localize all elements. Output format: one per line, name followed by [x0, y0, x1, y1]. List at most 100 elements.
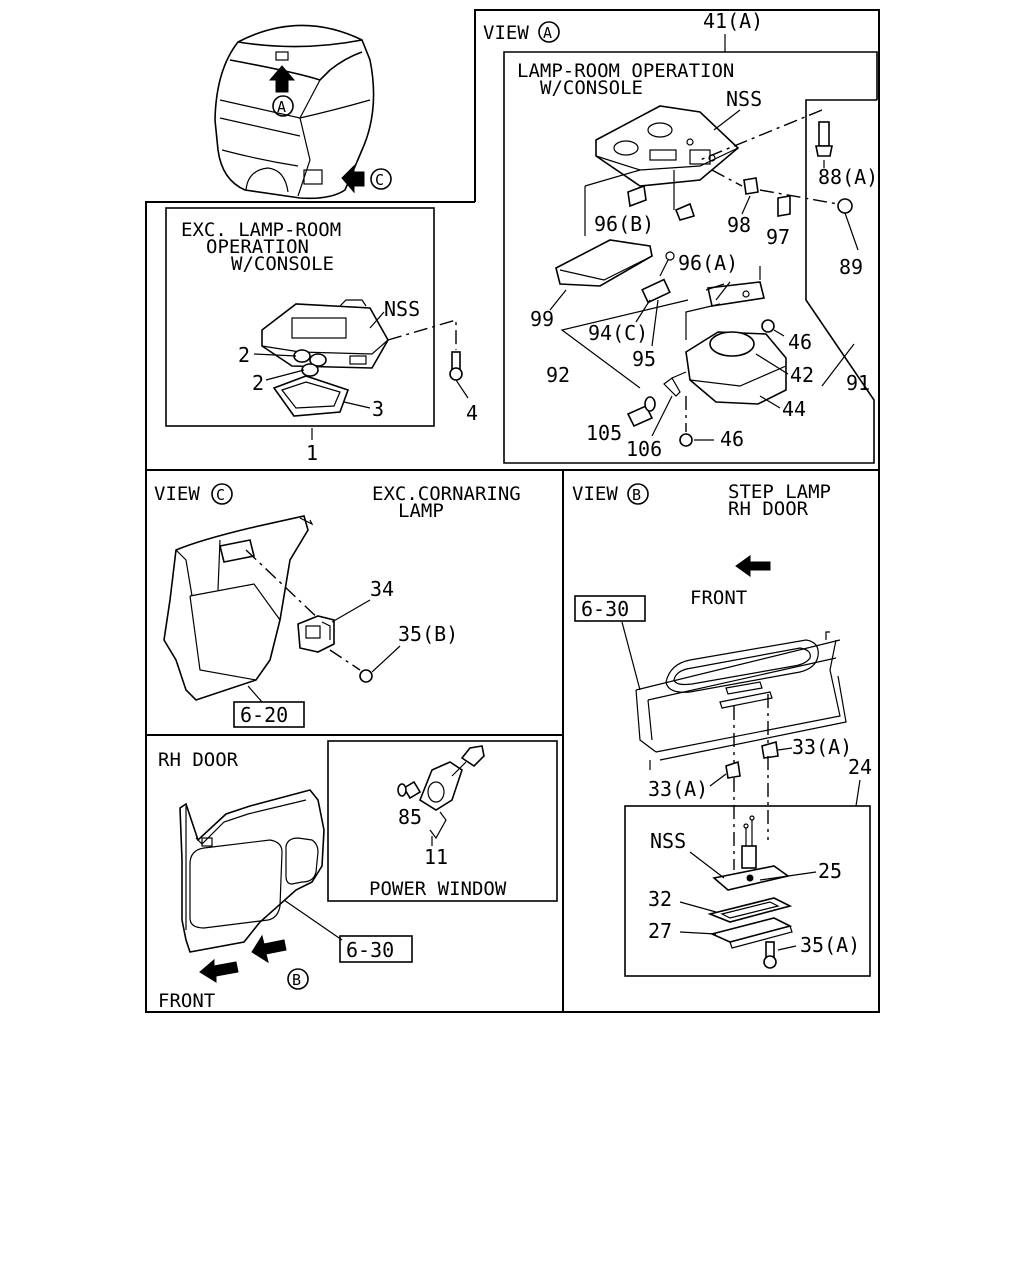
- view-a-label-46b: 46: [720, 427, 744, 451]
- view-a-label-44: 44: [782, 397, 806, 421]
- view-b-label-24: 24: [848, 755, 872, 779]
- view-b-label-25: 25: [818, 859, 842, 883]
- view-a-label-98: 98: [727, 213, 751, 237]
- rh-door-power-window: POWER WINDOW: [369, 878, 507, 900]
- view-a-label-92: 92: [546, 363, 570, 387]
- view-a-label-99: 99: [530, 307, 554, 331]
- exc-lamp-label-2a: 2: [238, 343, 250, 367]
- view-b-note-2: RH DOOR: [728, 498, 809, 520]
- view-b-marker: B: [632, 486, 641, 504]
- exc-lamp-label-nss: NSS: [384, 297, 420, 321]
- front-arrow-icon: [735, 555, 771, 577]
- rh-door-panel: RH DOOR 6-30 B FRONT 85: [158, 740, 558, 1012]
- tape-96b: [627, 184, 647, 208]
- bulbs-2: [293, 349, 327, 377]
- clip-98: [743, 177, 759, 195]
- view-b-title: VIEW: [572, 483, 618, 505]
- view-b-ref: 6-30: [581, 597, 629, 621]
- bulb-105: [626, 396, 656, 428]
- view-a-label-46a: 46: [788, 330, 812, 354]
- exc-lamp-label-2b: 2: [252, 371, 264, 395]
- fender-panel: [163, 515, 314, 701]
- rh-door-ref: 6-30: [346, 938, 394, 962]
- vehicle-view-c-marker: C: [375, 171, 384, 189]
- view-c-ref: 6-20: [240, 703, 288, 727]
- view-a-label-91: 91: [846, 371, 870, 395]
- power-window-lamp: [419, 745, 485, 811]
- view-b-front: FRONT: [690, 587, 747, 609]
- screw-35a: [763, 941, 797, 969]
- view-c-panel: VIEW C EXC.CORNARING LAMP 34 35(B): [154, 483, 521, 728]
- rh-door-front: FRONT: [158, 990, 215, 1012]
- screw-35b: [359, 645, 401, 683]
- console-lamp-housing: [595, 105, 740, 187]
- clip-97: [777, 195, 791, 217]
- view-a-label-97: 97: [766, 225, 790, 249]
- screw-89: [837, 198, 859, 251]
- socket-94c: [641, 251, 675, 304]
- view-c-title: VIEW: [154, 483, 200, 505]
- exc-lamp-title-3: W/CONSOLE: [231, 253, 334, 275]
- view-b-label-32: 32: [648, 887, 672, 911]
- gasket-32: [707, 897, 793, 923]
- bulb-85: [397, 780, 422, 800]
- exc-lamp-panel: EXC. LAMP-ROOM OPERATION W/CONSOLE NSS 2…: [165, 207, 478, 465]
- step-panel: [635, 631, 847, 770]
- rh-door-title: RH DOOR: [158, 749, 239, 771]
- rh-door-label-85: 85: [398, 805, 422, 829]
- view-b-label-27: 27: [648, 919, 672, 943]
- view-a-marker: A: [543, 24, 552, 42]
- bulb-socket: [741, 815, 757, 869]
- view-a-label-88a: 88(A): [818, 165, 878, 189]
- view-a-label-96b: 96(B): [594, 212, 654, 236]
- lens-99: [555, 239, 653, 287]
- exc-lamp-title-2: OPERATION: [206, 236, 309, 258]
- vehicle-front-view: A C: [214, 24, 392, 200]
- view-b-panel: VIEW B STEP LAMP RH DOOR FRONT 6-30: [572, 481, 872, 977]
- rh-door-marker: B: [292, 971, 301, 989]
- lens-27: [709, 917, 793, 949]
- screw-46-lower: [679, 433, 714, 447]
- screw-46-upper: [761, 319, 785, 337]
- vehicle-view-a-marker: A: [277, 98, 286, 116]
- tape-96a: [674, 202, 696, 221]
- view-b-label-33a-1: 33(A): [792, 735, 852, 759]
- view-a-label-nss: NSS: [726, 87, 762, 111]
- exc-lamp-label-3: 3: [372, 397, 384, 421]
- terminal-106: [663, 371, 687, 397]
- view-a-box-title-1: LAMP-ROOM OPERATION: [517, 60, 734, 82]
- view-a-box-title-2: W/CONSOLE: [540, 77, 643, 99]
- view-a-label-42: 42: [790, 363, 814, 387]
- view-b-label-33a-2: 33(A): [648, 777, 708, 801]
- door-outline: [179, 789, 325, 953]
- view-a-label-105: 105: [586, 421, 622, 445]
- view-a-label-94c: 94(C): [588, 321, 648, 345]
- panel-frames: [145, 9, 880, 1013]
- view-b-note-1: STEP LAMP: [728, 481, 831, 503]
- dome-lamp-housing: [261, 299, 389, 369]
- view-a-label-89: 89: [839, 255, 863, 279]
- screw-88a: [815, 121, 833, 157]
- view-a-label-96a: 96(A): [678, 251, 738, 275]
- view-a-label-95: 95: [632, 347, 656, 371]
- view-a-title: VIEW: [483, 22, 529, 44]
- rh-door-front-arrow-icon: [199, 958, 239, 983]
- rh-door-b-arrow-icon: [251, 934, 287, 964]
- lamp-34: [297, 615, 335, 653]
- view-b-label-nss: NSS: [650, 829, 686, 853]
- view-a-label-106: 106: [626, 437, 662, 461]
- screw-4: [449, 351, 469, 399]
- clip-33a-right: [761, 740, 779, 759]
- exc-lamp-label-4: 4: [466, 401, 478, 425]
- view-b-label-35a: 35(A): [800, 933, 860, 957]
- view-a-assembly-ref: 41(A): [703, 9, 763, 33]
- view-c-label-35b: 35(B): [398, 622, 458, 646]
- view-a-panel: VIEW A 41(A) LAMP-ROOM OPERATION W/CONSO…: [483, 9, 878, 464]
- view-c-note-2: LAMP: [398, 500, 444, 522]
- view-c-marker: C: [216, 486, 225, 504]
- view-c-label-34: 34: [370, 577, 394, 601]
- view-c-note-1: EXC.CORNARING: [372, 483, 521, 505]
- exc-lamp-label-1: 1: [306, 441, 318, 465]
